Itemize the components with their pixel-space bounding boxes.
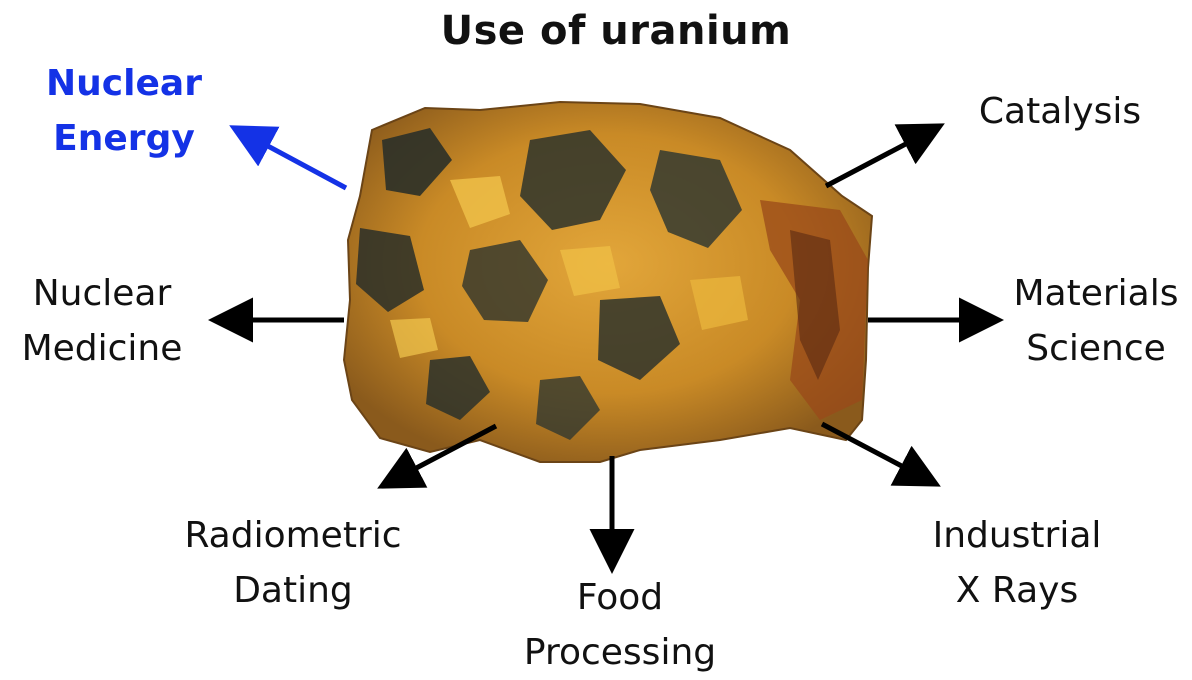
label-materials-science: Materials Science (1000, 266, 1192, 376)
label-food-processing: Food Processing (500, 570, 740, 680)
label-catalysis-line1: Catalysis (960, 84, 1160, 139)
arrow-industrial-x-rays (822, 424, 932, 482)
label-nuclear-medicine: Nuclear Medicine (2, 266, 202, 376)
label-catalysis: Catalysis (960, 84, 1160, 139)
label-nuclear-energy: Nuclear Energy (34, 56, 214, 166)
label-industrial-x-rays: Industrial X Rays (912, 508, 1122, 618)
label-nuclear-energy-line1: Nuclear (34, 56, 214, 111)
label-industrial-x-rays-line2: X Rays (912, 563, 1122, 618)
label-materials-science-line2: Science (1000, 321, 1192, 376)
uranium-ore-image (344, 102, 872, 462)
label-nuclear-medicine-line2: Medicine (2, 321, 202, 376)
arrow-catalysis (826, 128, 936, 186)
label-nuclear-energy-line2: Energy (34, 111, 214, 166)
label-radiometric-dating-line2: Dating (168, 563, 418, 618)
label-radiometric-dating-line1: Radiometric (168, 508, 418, 563)
label-materials-science-line1: Materials (1000, 266, 1192, 321)
label-radiometric-dating: Radiometric Dating (168, 508, 418, 618)
label-nuclear-medicine-line1: Nuclear (2, 266, 202, 321)
label-industrial-x-rays-line1: Industrial (912, 508, 1122, 563)
label-food-processing-line1: Food (500, 570, 740, 625)
arrow-nuclear-energy (238, 130, 346, 188)
